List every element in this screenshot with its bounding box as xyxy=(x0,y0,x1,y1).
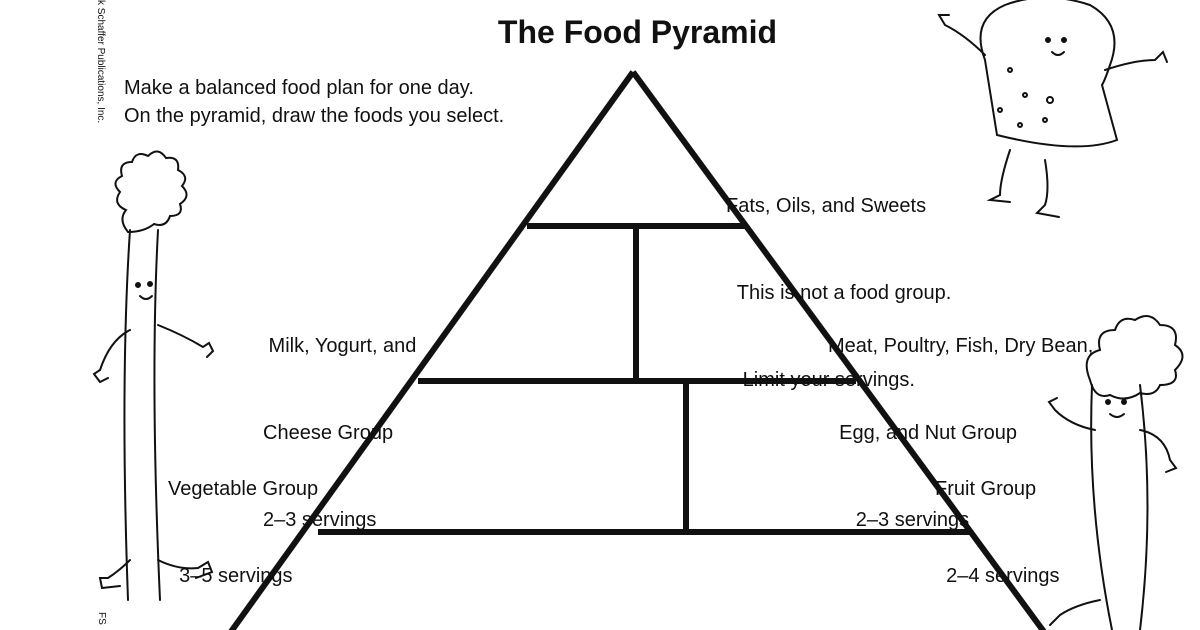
fats-note-1: This is not a food group. xyxy=(726,282,952,304)
fats-label: Fats, Oils, and Sweets This is not a foo… xyxy=(726,134,951,424)
vegetable-servings: 3–5 servings xyxy=(168,565,293,587)
celery-character-icon xyxy=(92,150,215,601)
milk-label: Milk, Yogurt, and Cheese Group 2–3 servi… xyxy=(263,274,416,564)
fats-title: Fats, Oils, and Sweets xyxy=(726,195,927,217)
bread-slice-character-icon xyxy=(937,0,1168,218)
meat-title-1: Meat, Poultry, Fish, Dry Bean, xyxy=(828,335,1094,357)
instructions: Make a balanced food plan for one day. O… xyxy=(124,74,504,130)
pyramid-left-edge xyxy=(228,70,636,630)
fruit-servings: 2–4 servings xyxy=(935,565,1060,587)
fruit-title: Fruit Group xyxy=(935,478,1037,500)
instruction-line-2: On the pyramid, draw the foods you selec… xyxy=(124,105,505,127)
carrot-character-icon xyxy=(1047,315,1184,630)
milk-servings: 2–3 servings xyxy=(263,509,377,531)
vegetable-label: Vegetable Group 3–5 servings xyxy=(168,417,318,620)
page-code: FS xyxy=(96,612,107,625)
fruit-label: Fruit Group 2–4 servings xyxy=(935,417,1060,620)
milk-title-2: Cheese Group xyxy=(263,422,394,444)
meat-label: Meat, Poultry, Fish, Dry Bean, Egg, and … xyxy=(828,274,1093,564)
milk-title-1: Milk, Yogurt, and xyxy=(263,335,417,357)
meat-servings: 2–3 servings xyxy=(828,509,970,531)
meat-title-2: Egg, and Nut Group xyxy=(828,422,1018,444)
pyramid-right-edge xyxy=(630,70,1047,630)
vegetable-title: Vegetable Group xyxy=(168,478,319,500)
page-title: The Food Pyramid xyxy=(497,14,778,50)
fats-note-2: Limit your servings. xyxy=(726,369,915,391)
publisher-credit: k Schaffer Publications, Inc. xyxy=(95,0,106,124)
instruction-line-1: Make a balanced food plan for one day. xyxy=(124,77,474,99)
